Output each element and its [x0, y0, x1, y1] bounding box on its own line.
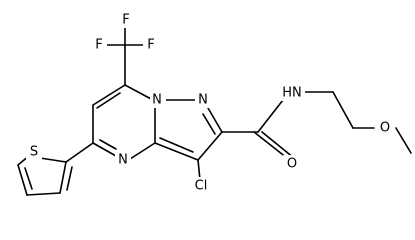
bond-c7-c6 [92, 84, 126, 106]
bond-c2-c3 [197, 131, 223, 161]
atom-f3: F [122, 13, 129, 28]
atom-o-carbonyl: O [287, 157, 297, 172]
atom-labels: F F F N N N S Cl O HN O [26, 12, 394, 195]
atom-f1: F [95, 38, 102, 53]
bond-thio-c2-c3-double [66, 166, 73, 191]
atom-n-pyrazole: N [198, 93, 208, 108]
bond-c5-n4-double [99, 139, 117, 150]
bond-lines [17, 27, 412, 196]
atom-o-ether: O [380, 121, 390, 136]
bond-thio-c2-c3 [59, 161, 67, 194]
bond-n2-c2 [207, 107, 223, 133]
bond-c3-cl [197, 159, 201, 181]
bond-c3-c3a-double [159, 137, 194, 153]
structure-canvas: F F F N N N S Cl O HN O [17, 12, 412, 196]
atom-nh-amide: HN [282, 86, 302, 101]
bond-carbonyl-o-double [261, 131, 295, 159]
bond-ch2-ch2 [332, 91, 354, 129]
bond-c7-c6-double [96, 92, 121, 109]
bond-carbonyl-nh [257, 99, 284, 133]
bond-n2-c2-double [202, 113, 216, 135]
bond-c7-n1 [124, 84, 154, 101]
bond-o-ch3 [395, 127, 412, 154]
bond-thio-c4-c5 [17, 164, 28, 196]
molecule-structure: F F F N N N S Cl O HN O [17, 12, 412, 196]
atom-n-bridge: N [152, 93, 162, 108]
bond-c5-n4 [92, 142, 117, 157]
atom-cl: Cl [195, 179, 208, 194]
atom-n-pyrimidine: N [118, 153, 128, 168]
bond-carbonyl-o [253, 131, 288, 159]
atom-s-thiophene: S [30, 145, 38, 160]
bond-thio-c4-c5-double [24, 167, 33, 190]
bond-c3-c3a [154, 142, 199, 161]
bond-thio-c3-c4 [26, 192, 61, 196]
bond-n4-c3a [129, 142, 156, 160]
bond-thio-s-c2 [39, 157, 67, 163]
bond-c5-thienyl [65, 142, 94, 163]
atom-f2: F [147, 38, 154, 53]
